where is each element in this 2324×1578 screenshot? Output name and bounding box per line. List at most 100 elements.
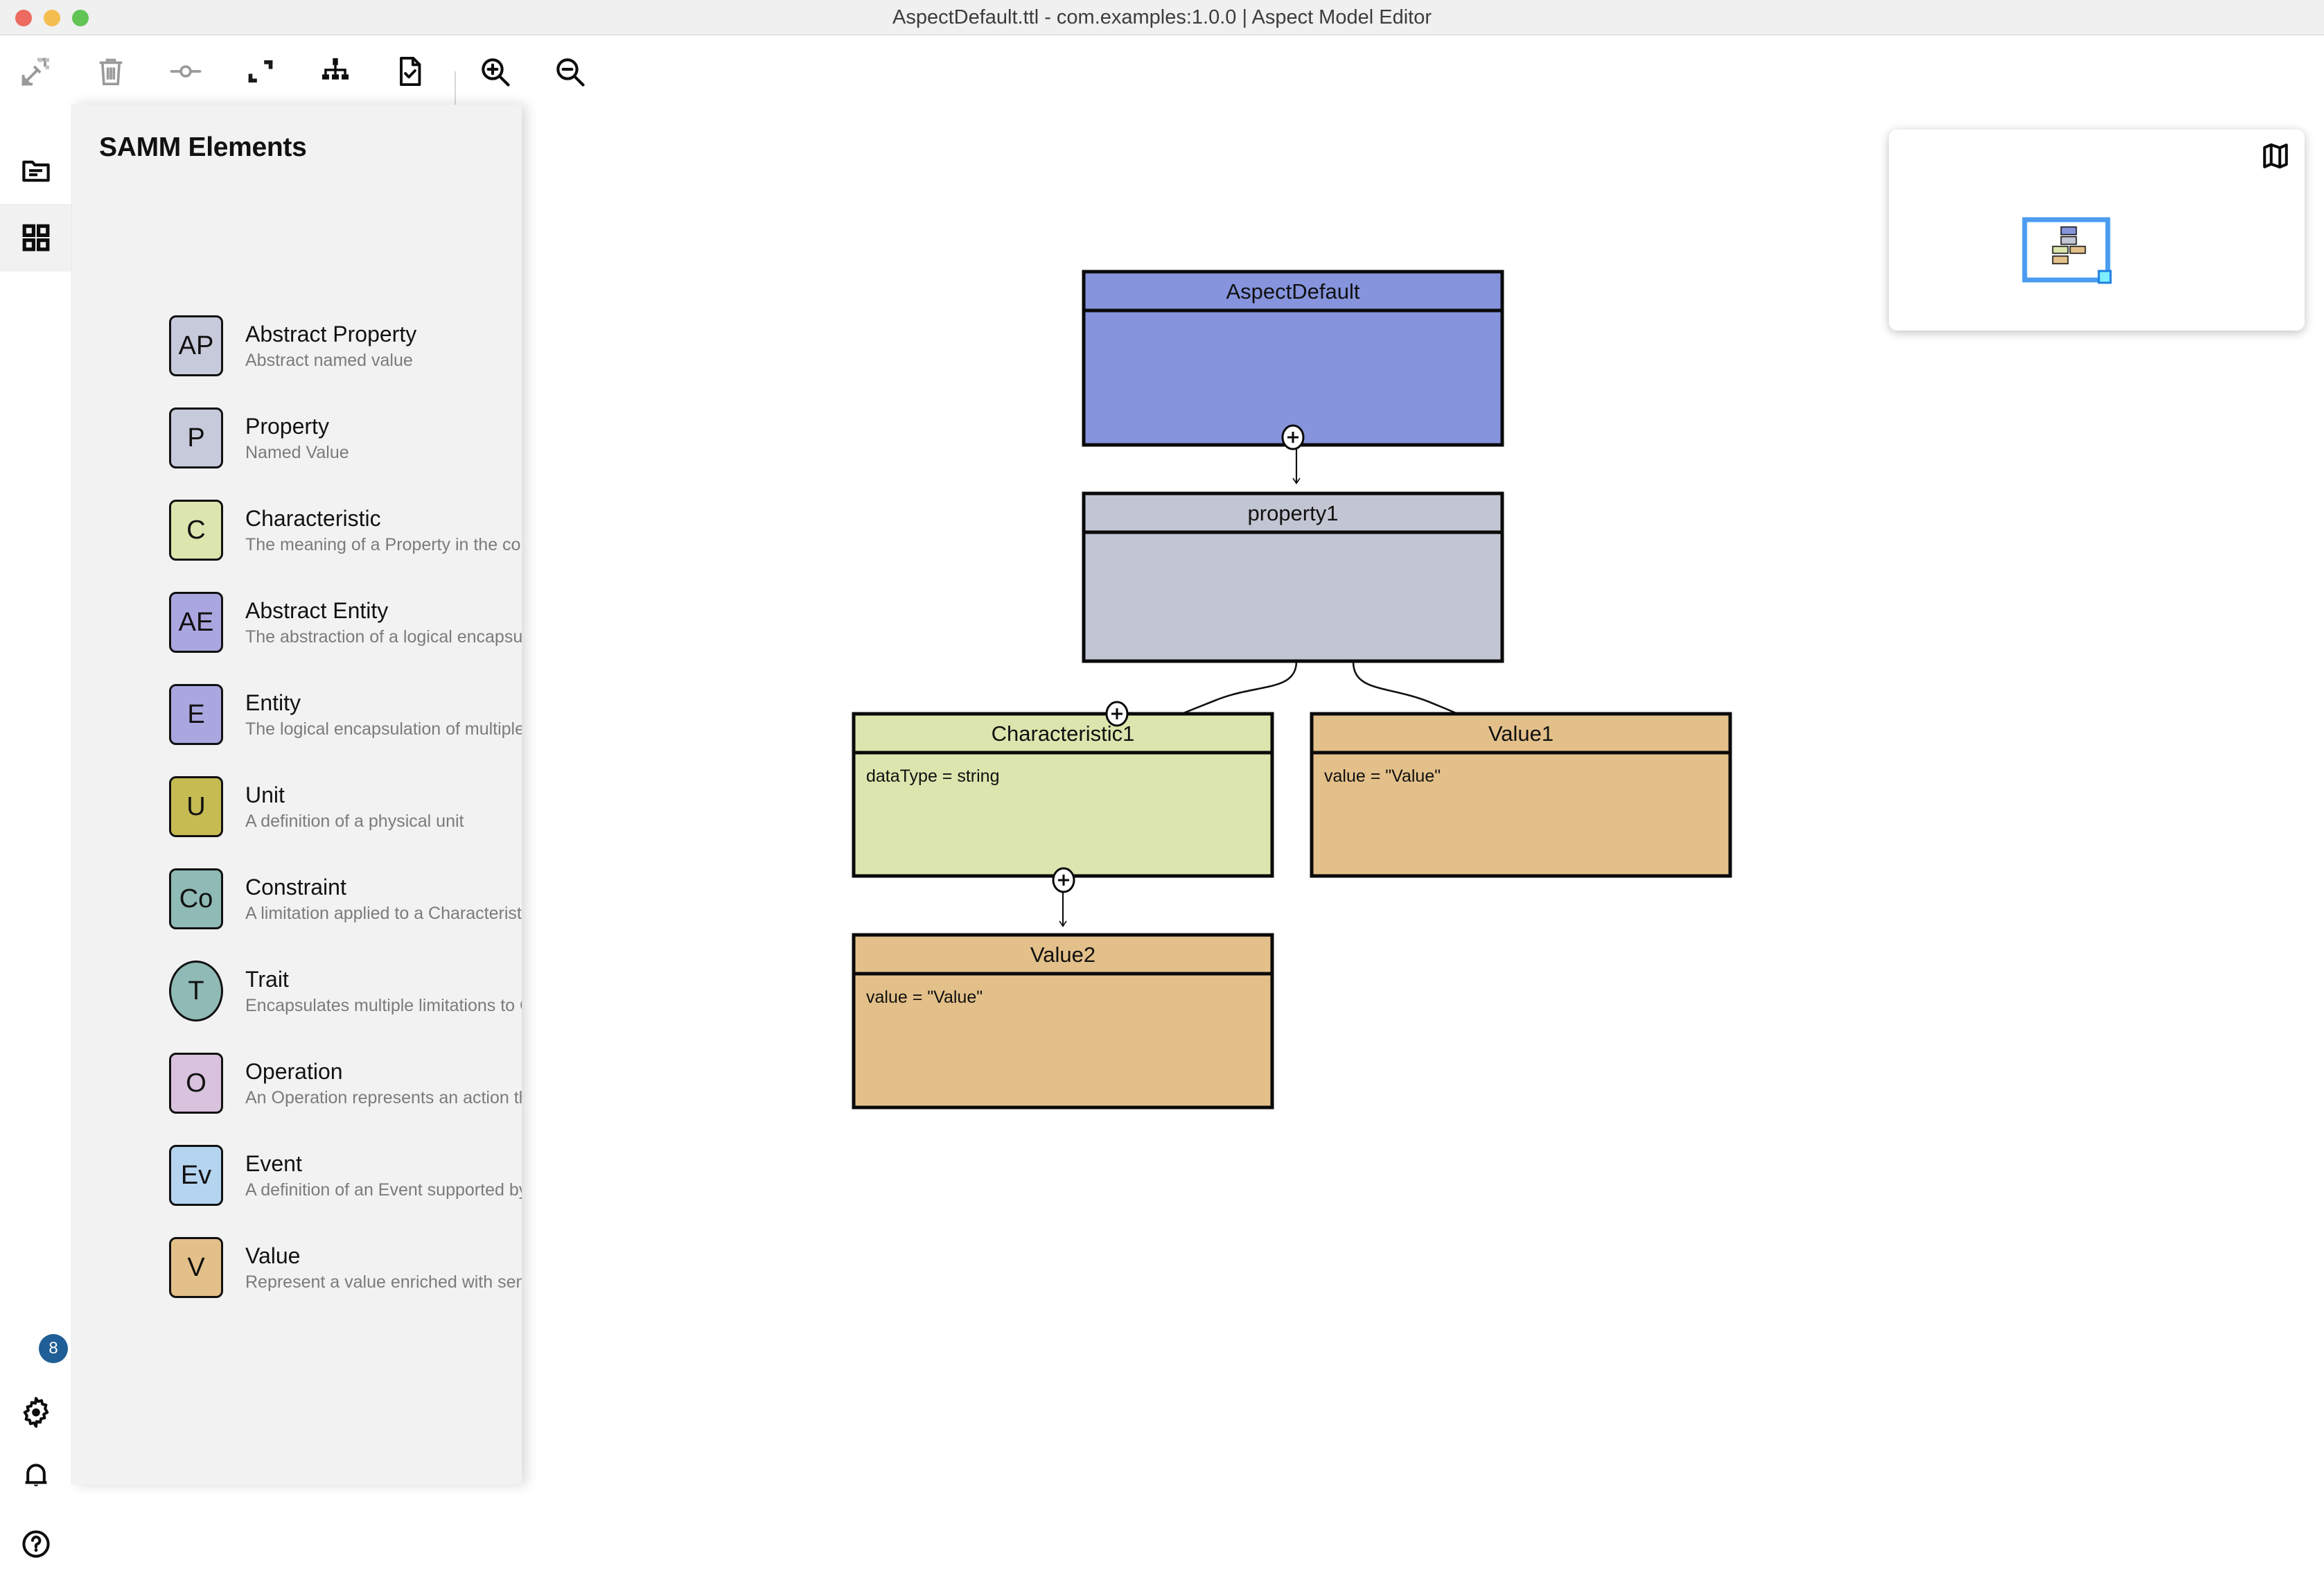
question-circle-icon	[21, 1530, 50, 1558]
node-attribute: value = "Value"	[866, 988, 983, 1007]
node-title: Value1	[1488, 721, 1553, 746]
window-titlebar: AspectDefault.ttl - com.examples:1.0.0 |…	[0, 0, 2324, 35]
diagram-node[interactable]: property1	[1082, 491, 1504, 663]
samm-element-description: A limitation applied to a Characteristic	[245, 903, 522, 923]
document-check-icon	[400, 56, 421, 87]
expand-characteristic1[interactable]	[1105, 701, 1129, 727]
minimap-viewport[interactable]	[2022, 217, 2111, 283]
plus-icon	[1111, 708, 1123, 719]
node-title: Characteristic1	[992, 721, 1135, 746]
samm-element-badge-icon: T	[169, 961, 223, 1022]
node-title: AspectDefault	[1226, 279, 1360, 304]
samm-element-description: The meaning of a Property in the context…	[245, 534, 522, 554]
corner-align-icon	[248, 60, 273, 83]
bell-icon	[25, 1464, 46, 1487]
minimap-thumbnails	[2052, 226, 2086, 265]
hierarchy-button[interactable]	[316, 52, 355, 91]
close-window-button[interactable]	[15, 10, 32, 26]
node-body	[1082, 270, 1504, 447]
notifications-button[interactable]	[0, 1441, 71, 1509]
minimap-resize-handle[interactable]	[2097, 270, 2112, 284]
map-icon	[2263, 143, 2288, 169]
samm-element-badge-icon: AP	[169, 315, 223, 376]
format-button[interactable]	[241, 52, 280, 91]
samm-element-badge-icon: C	[169, 500, 223, 561]
samm-element-description: The logical encapsulation of multiple va…	[245, 719, 522, 739]
connect-node-icon	[170, 65, 202, 78]
close-panel-button[interactable]: ✕	[512, 240, 522, 279]
help-button[interactable]	[0, 1510, 71, 1578]
samm-element-description: The abstraction of a logical encapsulati…	[245, 626, 522, 647]
validate-button[interactable]	[391, 52, 430, 91]
folder-icon	[21, 160, 50, 182]
window-title: AspectDefault.ttl - com.examples:1.0.0 |…	[892, 6, 1432, 28]
samm-element-label: Abstract Entity	[245, 598, 389, 624]
samm-element-badge-icon: E	[169, 684, 223, 745]
samm-element-label: Unit	[245, 782, 285, 808]
left-icon-rail	[0, 105, 72, 1558]
samm-element-badge-icon: O	[169, 1053, 223, 1114]
connect-button[interactable]	[166, 52, 205, 91]
samm-element-description: An Operation represents an action that c…	[245, 1087, 522, 1107]
minimize-window-button[interactable]	[44, 10, 60, 26]
samm-element-badge-icon: Co	[169, 868, 223, 929]
expand-characteristic1-bottom[interactable]	[1052, 867, 1075, 893]
samm-element-description: A definition of a physical unit	[245, 811, 464, 831]
gear-icon	[23, 1396, 49, 1428]
node-body	[852, 712, 1274, 878]
grid-icon	[22, 224, 49, 252]
diagram-svg: AspectDefault property1Characteristic1dat…	[852, 270, 1732, 1110]
diagram-node[interactable]: AspectDefault	[1082, 270, 1504, 447]
samm-element-badge-icon: AE	[169, 592, 223, 653]
samm-element-label: Abstract Property	[245, 322, 417, 347]
diagram-expand-handles	[1052, 424, 1305, 893]
elements-button[interactable]	[0, 204, 71, 272]
minimap-content	[2022, 217, 2112, 284]
samm-element-label: Operation	[245, 1059, 343, 1085]
node-body	[852, 933, 1274, 1110]
delete-button[interactable]	[91, 52, 130, 91]
notification-badge: 8	[39, 1334, 68, 1363]
samm-element-label: Characteristic	[245, 506, 381, 532]
plus-icon	[1287, 432, 1299, 443]
samm-element-description: Named Value	[245, 442, 349, 462]
zoom-in-icon	[482, 58, 510, 87]
workspace-button[interactable]	[0, 136, 71, 204]
expand-aspect[interactable]	[1281, 424, 1305, 450]
minimap-panel[interactable]	[1889, 130, 2305, 331]
samm-elements-panel: SAMM Elements ✕ Abstract PropertyAbstrac…	[72, 105, 522, 1484]
samm-element-description: Encapsulates multiple limitations to Cha…	[245, 995, 522, 1015]
settings-button[interactable]	[0, 1378, 71, 1446]
diagram-nodes: AspectDefault property1Characteristic1dat…	[852, 270, 1732, 1110]
panel-title: SAMM Elements	[99, 132, 307, 162]
samm-element-description: Represent a value enriched with semanti…	[245, 1272, 522, 1292]
traffic-light-group	[15, 10, 89, 26]
samm-element-label: Entity	[245, 690, 301, 716]
cursor-select-icon	[21, 58, 50, 87]
trash-icon	[99, 58, 123, 86]
zoom-in-button[interactable]	[475, 52, 514, 91]
diagram-node[interactable]: Value2 value = "Value"	[852, 933, 1274, 1110]
select-tool-button[interactable]	[17, 52, 55, 91]
node-title: Value2	[1030, 943, 1095, 967]
maximize-window-button[interactable]	[72, 10, 89, 26]
samm-element-item[interactable]: Unit A definition of a physical unit	[72, 761, 522, 853]
samm-element-badge-icon: V	[169, 1237, 223, 1298]
zoom-out-button[interactable]	[550, 52, 589, 91]
samm-element-badge-icon: U	[169, 776, 223, 837]
main-toolbar	[0, 35, 2324, 139]
